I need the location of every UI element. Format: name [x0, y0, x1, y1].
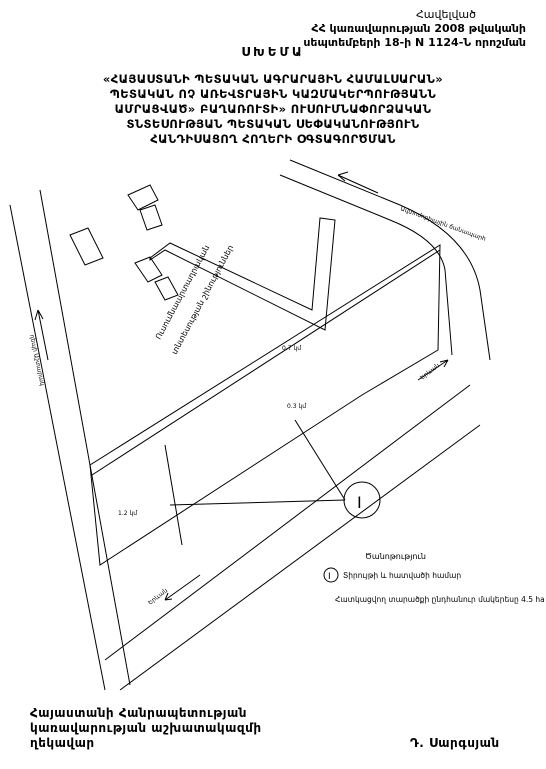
building-3	[69, 227, 104, 266]
legend-item-text: Տիրույթի և հատվածի համար	[343, 571, 462, 580]
plot-marker-circle	[343, 481, 381, 519]
arrow-road-bottom-right	[417, 359, 449, 381]
road-top-upper	[289, 159, 491, 361]
subtitle-line-4: ՏՆՏԵՍՈՒԹՅԱՆ ՊԵՏԱԿԱՆ ՍԵՓԱԿԱՆՈՒԹՅՈՒՆ	[126, 117, 420, 131]
dimension-mid: 0.3 կմ	[287, 403, 306, 410]
road-label-left: դեպի Աշտարակ	[28, 334, 46, 387]
signatory-line-3: ղեկավար	[30, 736, 95, 750]
building-long	[149, 217, 336, 331]
subtitle-line-5: ՀԱՆԴԻՍԱՑՈՂ ՀՈՂԵՐԻ ՕԳՏԱԳՈՐԾՄԱՆ	[150, 132, 396, 146]
road-label-bottom-right: Երևան	[419, 362, 441, 382]
plot-marker-label: I	[357, 493, 362, 512]
dimension-left: 1.2 կմ	[118, 510, 137, 517]
legend-marker-label: I	[328, 572, 331, 582]
document-subtitle: «ՀԱՅԱՍՏԱՆԻ ՊԵՏԱԿԱՆ ԱԳՐԱՐԱՅԻՆ ՀԱՄԱԼՍԱՐԱՆ»…	[0, 72, 546, 147]
building-4	[134, 256, 163, 283]
building-5	[154, 276, 179, 301]
signatory-position: Հայաստանի Հանրապետության կառավարության ա…	[30, 706, 262, 751]
road-label-top: Ավտոմոբիլային ճանապարհ	[399, 205, 487, 243]
road-left-outer	[9, 204, 106, 691]
appendix-line-2: ՀՀ կառավարության 2008 թվականի	[311, 22, 526, 35]
legend-area-text: Հատկացվող տարածքի ընդհանուր մակերեսը 4.5…	[335, 595, 545, 604]
building-1	[127, 184, 159, 211]
road-left-inner	[39, 189, 131, 686]
appendix-line-3: սեպտեմբերի 18-ի N 1124-Ն որոշման	[303, 36, 526, 49]
arrow-road-top	[337, 171, 379, 194]
land-plot-outline	[89, 244, 441, 566]
road-top-lower	[279, 174, 453, 356]
road-bottom-lower	[119, 424, 481, 691]
building-2	[139, 204, 163, 231]
arrow-road-left	[34, 309, 49, 361]
appendix-line-1: Հավելված	[415, 8, 476, 21]
signatory-line-1: Հայաստանի Հանրապետության	[30, 706, 247, 720]
signatory-name: Դ. Սարգսյան	[410, 736, 500, 750]
dimension-line-diag	[294, 419, 346, 501]
road-bottom-upper	[104, 384, 471, 661]
legend-marker-circle	[323, 567, 339, 583]
appendix-header: Հավելված ՀՀ կառավարության 2008 թվականի ս…	[303, 8, 526, 50]
document-title: ՍԽԵՄԱ	[241, 45, 305, 59]
legend-title: Ծանոթություն	[365, 552, 426, 561]
plot-inner-divider	[164, 444, 183, 546]
plot-inner-line-top	[91, 249, 441, 476]
signatory-line-2: կառավարության աշխատակազմի	[30, 721, 262, 735]
subtitle-line-2: ՊԵՏԱԿԱՆ ՈՉ ԱՌԵՎՏՐԱՅԻՆ ԿԱԶՄԱԿԵՐՊՈՒԹՅԱՆՆ	[109, 87, 437, 101]
dimension-line-horiz	[169, 499, 346, 506]
subtitle-line-1: «ՀԱՅԱՍՏԱՆԻ ՊԵՏԱԿԱՆ ԱԳՐԱՐԱՅԻՆ ՀԱՄԱԼՍԱՐԱՆ»	[102, 72, 444, 86]
subtitle-line-3: ԱՄՐԱՑՎԱԾ» ԲԱՂԱՌՈՒՏԻ» ՈՒՍՈՒՄՆԱՓՈՐՁԱԿԱՆ	[114, 102, 432, 116]
dimension-top: 0.7 կմ	[282, 345, 301, 352]
arrow-road-bottom-left	[164, 574, 201, 601]
